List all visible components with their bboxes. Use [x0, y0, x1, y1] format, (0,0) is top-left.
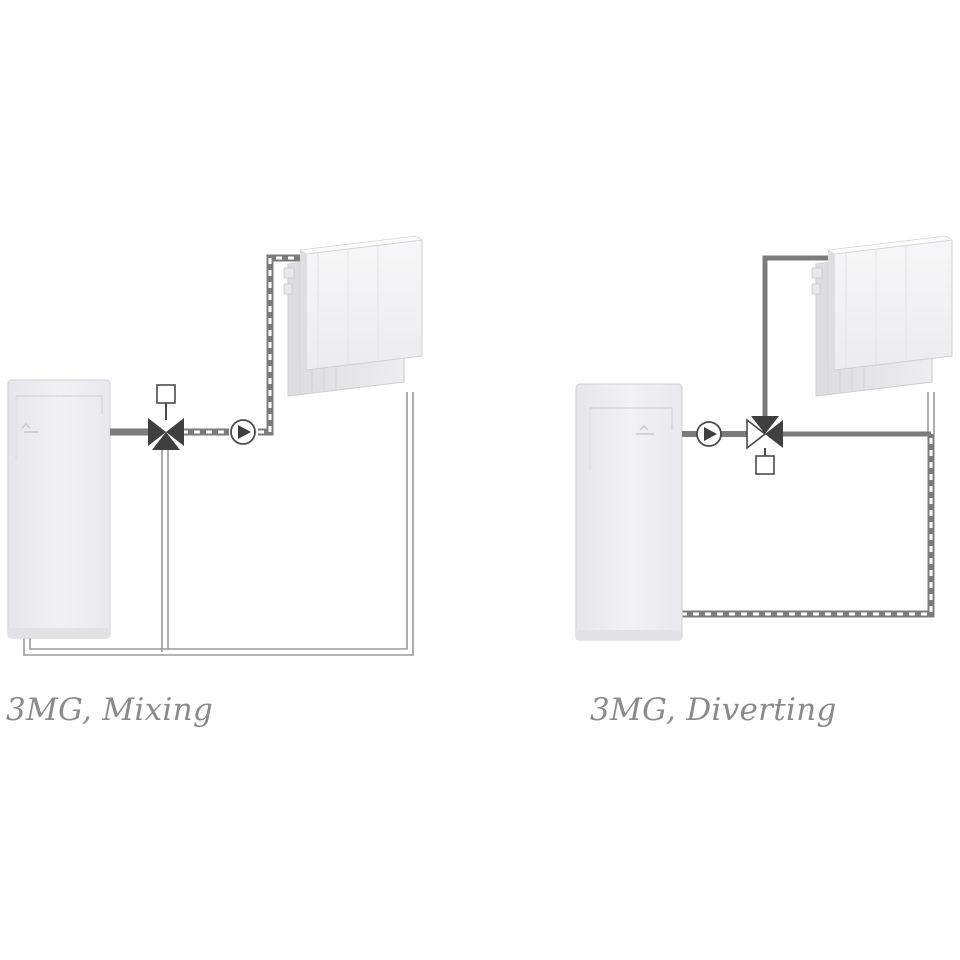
radiator	[283, 235, 424, 397]
flow-pipe	[182, 254, 300, 436]
mixing-diagram	[7, 235, 424, 656]
diverting-diagram	[575, 235, 954, 641]
valve-icon-right	[746, 416, 783, 450]
valve-icon	[148, 418, 184, 450]
actuator-icon	[156, 384, 176, 420]
dashed-return-pipe	[681, 434, 935, 618]
return-pipe	[23, 392, 414, 656]
pump-icon	[230, 419, 256, 445]
caption-mixing: 3MG, Mixing	[6, 692, 213, 728]
return-pipe-right	[927, 392, 935, 434]
flow-pipe-right	[762, 255, 931, 437]
caption-diverting: 3MG, Diverting	[590, 692, 837, 728]
boiler-right	[575, 383, 683, 641]
actuator-icon-right	[755, 448, 775, 475]
boiler	[7, 379, 111, 639]
radiator-right	[811, 235, 954, 397]
pump-icon-right	[696, 421, 722, 447]
